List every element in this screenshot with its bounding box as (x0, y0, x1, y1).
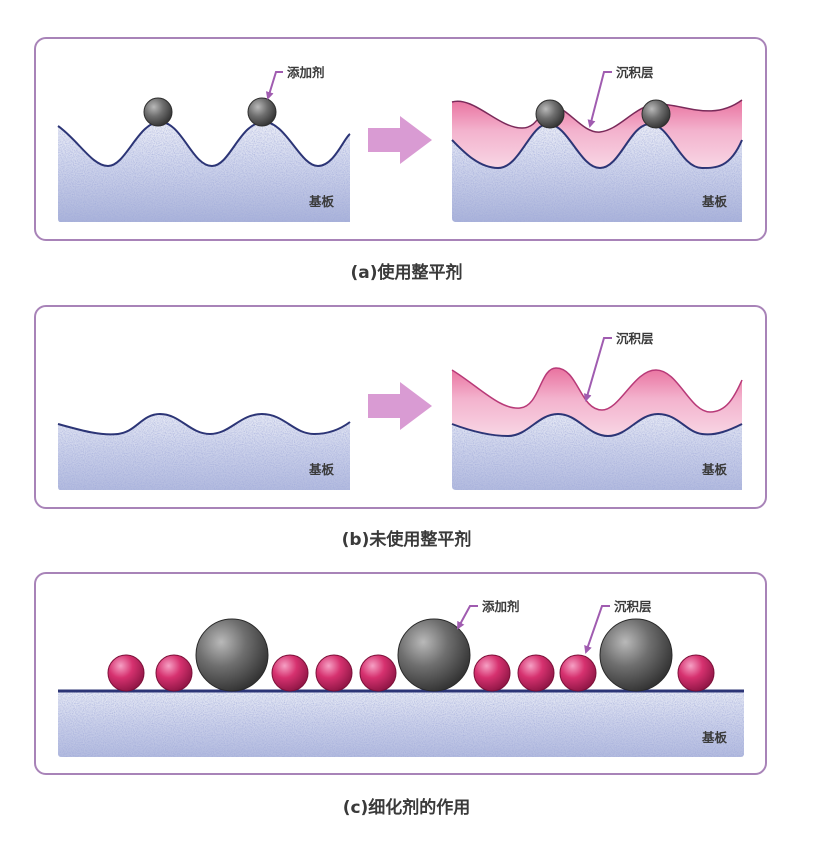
pink-particles (107, 654, 715, 692)
pointer-line (584, 605, 610, 654)
substrate-a-left (58, 122, 350, 222)
pointer-line (587, 71, 612, 128)
additive-particle (535, 99, 565, 129)
label-deposit: 沉积层 (616, 65, 654, 80)
right-arrow-icon (368, 116, 432, 164)
additive-particle (195, 618, 269, 692)
pointer-line (457, 605, 478, 630)
label-substrate: 基板 (308, 462, 335, 477)
pointer-line (583, 337, 612, 402)
additive-particle (397, 618, 471, 692)
deposit-particle (473, 654, 511, 692)
deposit-particle (517, 654, 555, 692)
deposit-particle (155, 654, 193, 692)
caption-refiner: (c)细化剂的作用 (342, 798, 471, 818)
label-substrate: 基板 (701, 194, 728, 209)
label-additive: 添加剂 (482, 599, 520, 614)
label-substrate: 基板 (701, 462, 728, 477)
deposit-particle (359, 654, 397, 692)
deposit-layer-b-edge (451, 367, 743, 413)
caption-with-leveler: (a)使用整平剂 (350, 263, 463, 283)
deposit-layer-a-edge (451, 99, 743, 133)
right-arrow-icon (368, 382, 432, 430)
deposit-particle (271, 654, 309, 692)
substrate-a-right (452, 124, 742, 222)
substrate-b-left-edge (57, 412, 351, 436)
label-additive: 添加剂 (287, 65, 325, 80)
label-deposit: 沉积层 (616, 331, 654, 346)
substrate-b-right-edge (451, 412, 743, 438)
additive-particle (599, 618, 673, 692)
deposit-particle (559, 654, 597, 692)
substrate-a-right-edge (451, 122, 743, 170)
label-deposit: 沉积层 (614, 599, 652, 614)
substrate-b-left (58, 414, 350, 490)
additive-particle (247, 97, 277, 127)
caption-without-leveler: (b)未使用整平剂 (341, 530, 472, 550)
additive-particle (641, 99, 671, 129)
substrate-c (58, 691, 744, 757)
deposit-particle (107, 654, 145, 692)
additive-particle (143, 97, 173, 127)
substrate-b-right (452, 414, 742, 490)
label-substrate: 基板 (701, 730, 728, 745)
pointer-line (265, 71, 283, 100)
substrate-a-left-edge (57, 120, 351, 168)
deposit-layer-b (452, 368, 742, 436)
gray-particles (195, 618, 673, 692)
deposit-particle (315, 654, 353, 692)
label-substrate: 基板 (308, 194, 335, 209)
deposit-particle (677, 654, 715, 692)
